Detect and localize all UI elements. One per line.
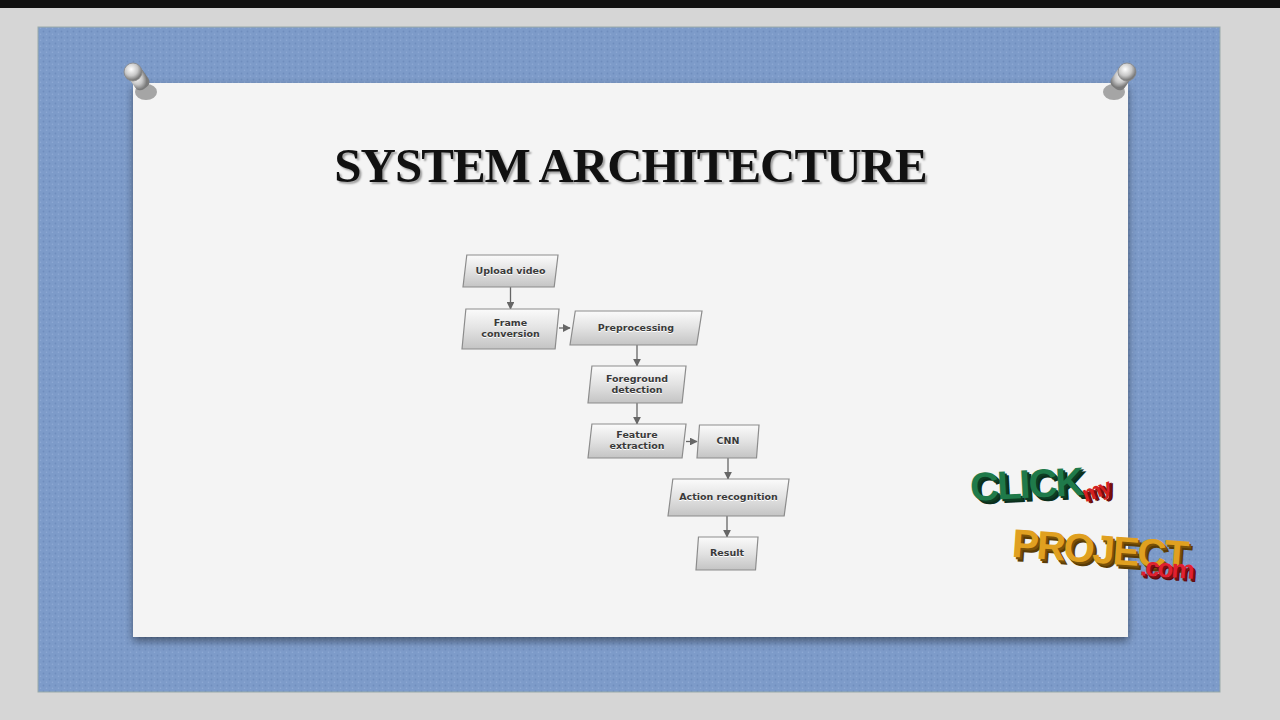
process-box: CNN — [697, 425, 759, 458]
box-label: Frame conversion — [462, 314, 559, 344]
process-box: Preprocessing — [570, 311, 702, 345]
flow-arrow — [686, 441, 697, 442]
box-label: Upload video — [467, 262, 553, 281]
slide-title: SYSTEM ARCHITECTURE — [133, 137, 1128, 194]
flow-arrow — [636, 345, 637, 366]
process-box: Foreground detection — [588, 366, 686, 403]
box-label: Feature extraction — [588, 426, 686, 456]
watermark-text: .com — [1139, 551, 1194, 586]
process-box: Upload video — [463, 255, 558, 287]
process-box: Frame conversion — [462, 309, 559, 349]
box-label: Action recognition — [671, 488, 786, 507]
watermark-text: CLICK — [969, 459, 1083, 510]
flow-arrow — [727, 458, 728, 479]
box-label: CNN — [709, 432, 748, 451]
flow-arrow — [726, 516, 727, 537]
box-label: Preprocessing — [590, 319, 682, 338]
flow-arrow — [510, 287, 511, 309]
process-box: Action recognition — [668, 479, 789, 516]
box-label: Result — [702, 544, 752, 563]
box-label: Foreground detection — [588, 370, 686, 400]
process-box: Result — [696, 537, 758, 570]
flow-arrow — [636, 403, 637, 424]
process-box: Feature extraction — [588, 424, 686, 458]
flow-arrow — [559, 327, 570, 328]
